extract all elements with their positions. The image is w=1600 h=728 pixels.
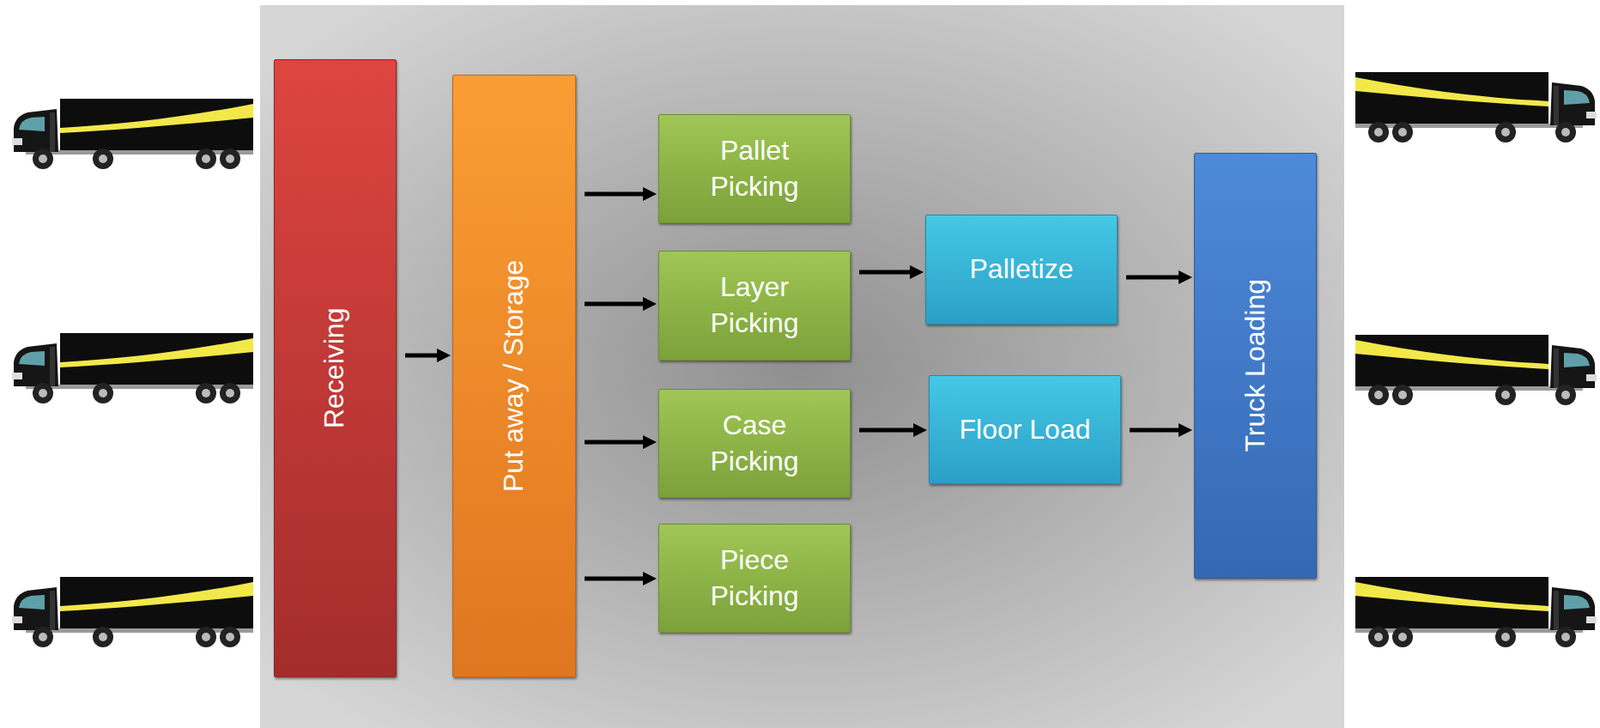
node-label: Piece Picking — [685, 542, 824, 614]
process-box: Piece Picking — [658, 523, 851, 633]
process-box: Palletize — [925, 214, 1118, 325]
flow-arrow — [859, 270, 912, 275]
outbound-truck — [1355, 72, 1597, 143]
node-label: Pallet Picking — [685, 133, 824, 205]
inbound-truck — [12, 333, 254, 404]
inbound-truck — [12, 576, 254, 648]
process-box: Floor Load — [928, 375, 1122, 485]
node-label: Palletize — [969, 251, 1074, 288]
inbound-truck — [12, 98, 254, 170]
storage-column: Put away / Storage — [452, 74, 576, 678]
flow-arrow — [1126, 275, 1181, 280]
outbound-truck — [1355, 576, 1597, 648]
receiving-column: Receiving — [273, 59, 397, 678]
flow-arrow — [584, 302, 645, 307]
node-label: Case Picking — [685, 407, 824, 479]
outbound-truck — [1355, 334, 1597, 406]
flow-arrow — [584, 440, 645, 445]
flow-arrow — [584, 576, 645, 582]
node-label: Put away / Storage — [496, 260, 533, 492]
loading-column: Truck Loading — [1193, 152, 1317, 579]
flow-arrow — [859, 428, 916, 433]
process-box: Case Picking — [658, 388, 851, 498]
process-box: Layer Picking — [658, 250, 851, 361]
flow-arrow — [405, 353, 439, 358]
node-label: Floor Load — [959, 412, 1091, 449]
node-label: Receiving — [317, 308, 354, 430]
floor-panel — [260, 5, 1345, 728]
flow-arrow — [584, 192, 645, 197]
process-box: Pallet Picking — [658, 114, 851, 224]
node-label: Layer Picking — [685, 269, 824, 341]
node-label: Truck Loading — [1237, 278, 1274, 453]
flow-arrow — [1129, 428, 1181, 433]
